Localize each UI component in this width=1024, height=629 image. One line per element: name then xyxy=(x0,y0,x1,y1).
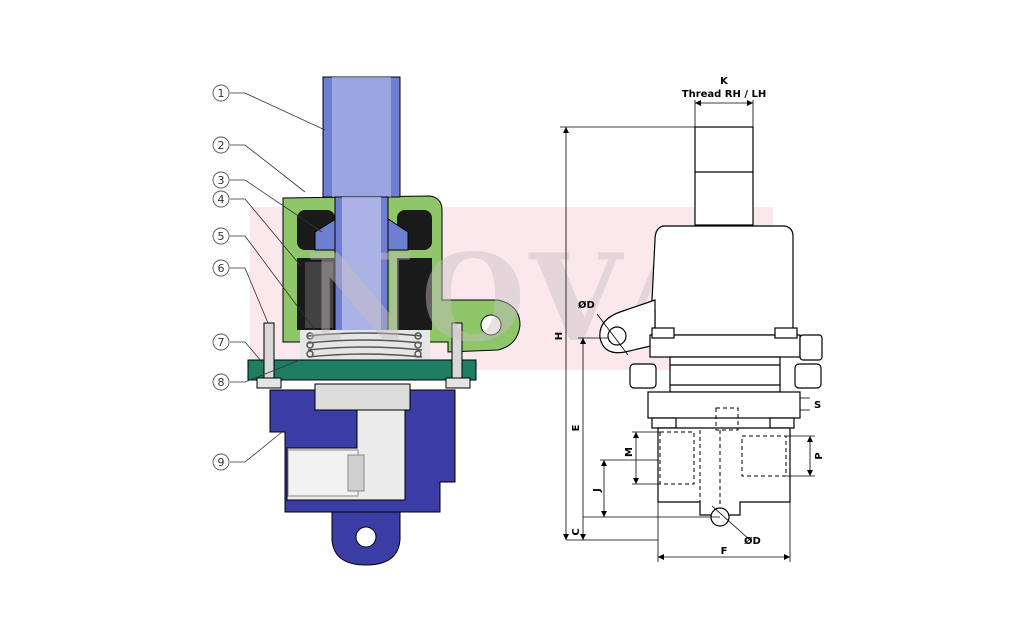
sectional-view: 1 2 3 4 5 6 7 8 9 xyxy=(212,76,521,566)
part-balloons xyxy=(212,84,230,471)
outline-lower-body xyxy=(657,427,791,516)
balloon-6 xyxy=(212,259,230,277)
leader-lines xyxy=(230,92,326,463)
balloon-2 xyxy=(212,136,230,154)
dim-label-od-upper: ØD xyxy=(578,299,595,311)
balloon-9 xyxy=(212,453,230,471)
dim-label-s: S xyxy=(814,400,821,411)
outline-gap xyxy=(669,356,781,393)
spring xyxy=(300,330,430,360)
balloon-label-6: 6 xyxy=(218,262,225,275)
dim-label-j: J xyxy=(592,488,603,493)
balloon-8 xyxy=(212,373,230,391)
balloon-label-1: 1 xyxy=(218,87,225,100)
outline-nut-bl xyxy=(651,417,677,429)
balloon-label-3: 3 xyxy=(218,174,225,187)
dimension-arrows xyxy=(563,100,813,560)
outline-nut-ml2 xyxy=(799,334,823,361)
nut-left xyxy=(256,377,282,389)
lower-body-inner-cavity xyxy=(314,383,411,411)
dim-label-h: H xyxy=(554,332,565,340)
seal-block-right xyxy=(397,258,432,330)
outline-nut-ml xyxy=(629,363,657,389)
dim-label-f: F xyxy=(721,546,728,557)
outline-nut-mr xyxy=(794,363,822,389)
outline-pipe xyxy=(694,126,754,226)
balloon-7 xyxy=(212,333,230,351)
balloon-label-5: 5 xyxy=(218,230,225,243)
balloon-label-9: 9 xyxy=(218,456,225,469)
nut-right xyxy=(445,377,471,389)
balloon-label-7: 7 xyxy=(218,336,225,349)
outline-lower-flange xyxy=(647,391,801,419)
outline-nut-tl xyxy=(651,327,675,339)
outline-eye-hole-upper xyxy=(607,326,627,346)
outlet-bore xyxy=(287,449,359,497)
teal-flange xyxy=(247,359,477,381)
outline-nut-tr xyxy=(774,327,798,339)
balloon-1 xyxy=(212,84,230,102)
dim-label-od-lower: ØD xyxy=(744,535,761,547)
dim-label-m: M xyxy=(624,447,635,457)
balloon-label-2: 2 xyxy=(218,139,225,152)
dim-label-p: P xyxy=(814,452,825,459)
outline-main-body xyxy=(651,225,794,336)
dim-label-k: K xyxy=(720,76,729,87)
pipe-inner-bore-lower xyxy=(342,197,381,337)
upper-body-eye-hole xyxy=(480,314,502,336)
lower-eye-hole xyxy=(355,526,377,548)
dim-label-c: C xyxy=(571,528,582,535)
dim-label-thread: Thread RH / LH xyxy=(682,89,766,100)
outlet-thread xyxy=(347,454,365,492)
dim-label-e: E xyxy=(571,424,582,431)
outline-nut-br xyxy=(769,417,795,429)
balloon-label-8: 8 xyxy=(218,376,225,389)
dimension-lines xyxy=(560,100,815,562)
dimensioned-outline xyxy=(599,126,823,527)
balloon-5 xyxy=(212,227,230,245)
pipe-inner-bore-upper xyxy=(332,77,391,197)
balloon-label-4: 4 xyxy=(218,193,225,206)
balloon-4 xyxy=(212,190,230,208)
balloon-3 xyxy=(212,171,230,189)
seal-grey-insert xyxy=(305,262,333,328)
